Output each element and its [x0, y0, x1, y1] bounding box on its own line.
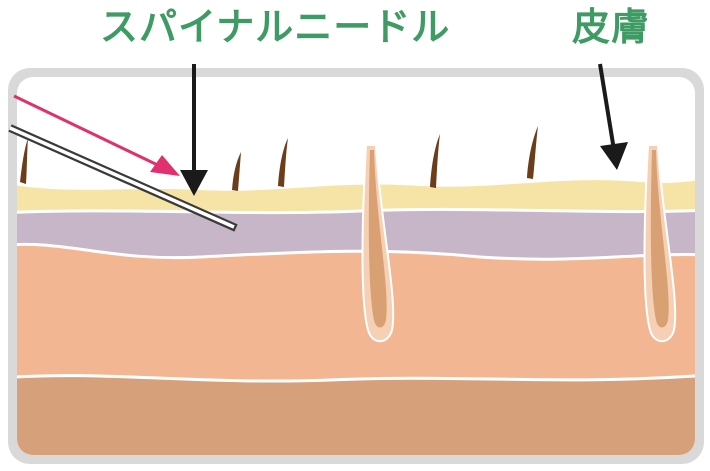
skin-pointer-arrow [598, 63, 628, 170]
pink-pointer-arrow [13, 94, 180, 176]
dermis-layer [17, 244, 695, 382]
hair-strand [20, 138, 28, 184]
hair-strand [527, 126, 538, 179]
hair-follicle [643, 144, 677, 343]
hair-strand [278, 138, 288, 187]
layer-boundary-line [17, 207, 695, 215]
purple-skin-layer [17, 209, 695, 260]
layer-boundary-line [17, 373, 695, 383]
hair-follicle [361, 144, 395, 343]
hair-strand [430, 134, 440, 188]
layer-boundary-line [17, 242, 695, 261]
hair-strand [232, 152, 241, 191]
spinal-needle [8, 124, 238, 232]
subcutaneous-layer [17, 375, 695, 455]
spinal-needle-label: スパイナルニードル [100, 5, 451, 49]
skin-label: 皮膚 [572, 5, 651, 49]
needle-pointer-arrow [180, 64, 208, 196]
